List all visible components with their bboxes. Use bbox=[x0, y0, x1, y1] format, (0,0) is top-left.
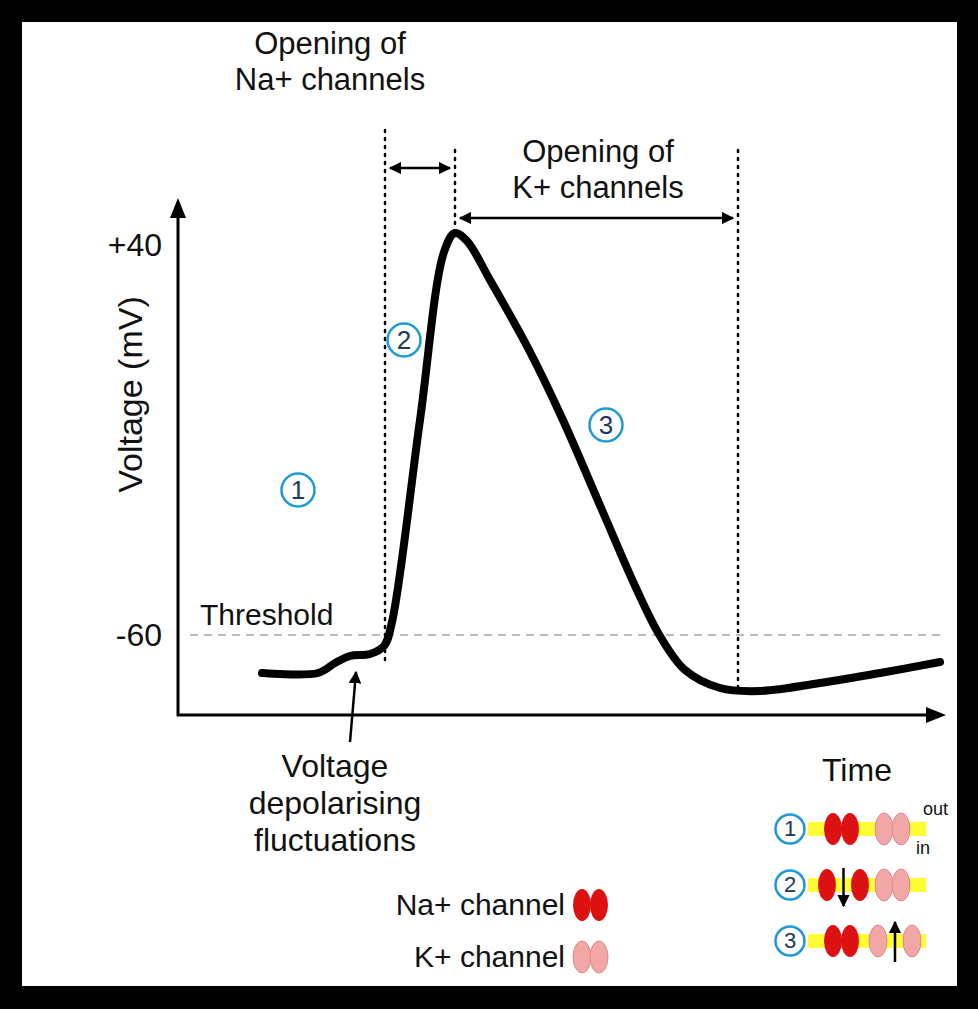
k-channel bbox=[892, 869, 910, 901]
circle-shape bbox=[282, 474, 315, 507]
circle-shape bbox=[776, 927, 805, 956]
membrane-row bbox=[808, 813, 926, 845]
na-channel bbox=[851, 869, 869, 901]
leader-arrow bbox=[350, 672, 356, 742]
na-channel bbox=[841, 925, 859, 957]
callout-circle: 2 bbox=[774, 869, 806, 901]
label: Voltage (mV) bbox=[110, 297, 149, 494]
label: Opening of K+ channels bbox=[500, 134, 696, 205]
na-span-arrow bbox=[390, 167, 450, 170]
channel-sample bbox=[590, 889, 608, 921]
y-axis bbox=[177, 212, 180, 716]
k-channel bbox=[875, 869, 893, 901]
k-channel bbox=[903, 925, 921, 957]
callout-circle: 3 bbox=[774, 925, 806, 957]
callout-number: 2 bbox=[397, 327, 411, 353]
dotted-guide bbox=[737, 150, 740, 690]
dotted-guide bbox=[384, 130, 387, 660]
circle-shape bbox=[388, 324, 421, 357]
channel-sample bbox=[573, 941, 591, 973]
na-channel bbox=[824, 813, 842, 845]
legend-label: K+ channel bbox=[414, 940, 565, 975]
membrane-row bbox=[808, 922, 926, 962]
na-channel bbox=[818, 869, 836, 901]
circle-shape bbox=[590, 409, 623, 442]
na-influx-arrow bbox=[842, 868, 845, 906]
na-channel bbox=[824, 925, 842, 957]
label: Voltage depolarising fluctuations bbox=[235, 748, 435, 858]
k-channel bbox=[875, 813, 893, 845]
label: +40 bbox=[108, 227, 162, 264]
callout-circle: 2 bbox=[386, 322, 422, 358]
legend-label: Na+ channel bbox=[396, 888, 565, 923]
voltage-curve bbox=[262, 233, 940, 691]
channel-sample bbox=[573, 889, 591, 921]
callout-number: 1 bbox=[784, 818, 796, 840]
label: Threshold bbox=[200, 598, 333, 633]
k-channel bbox=[892, 813, 910, 845]
label: in bbox=[916, 838, 930, 859]
circle-shape bbox=[776, 871, 805, 900]
x-axis bbox=[177, 714, 932, 717]
x-axis-arrowhead bbox=[926, 707, 946, 723]
channel-sample bbox=[590, 941, 608, 973]
na-channel bbox=[841, 813, 859, 845]
k-efflux-arrow bbox=[894, 922, 897, 962]
callout-circle: 3 bbox=[588, 407, 624, 443]
white-panel bbox=[22, 22, 957, 986]
k-span-arrow bbox=[460, 217, 733, 220]
membrane-row bbox=[808, 868, 926, 906]
callout-number: 3 bbox=[599, 412, 613, 438]
threshold-line bbox=[190, 634, 945, 636]
callout-number: 3 bbox=[784, 930, 796, 952]
callout-circle: 1 bbox=[280, 472, 316, 508]
label: Time bbox=[822, 752, 892, 789]
legend-sample bbox=[573, 941, 608, 973]
callout-number: 2 bbox=[784, 874, 796, 896]
callout-number: 1 bbox=[291, 477, 305, 503]
dotted-guide bbox=[454, 150, 457, 226]
circle-shape bbox=[776, 815, 805, 844]
y-axis-arrowhead bbox=[170, 198, 186, 218]
label: -60 bbox=[116, 617, 162, 654]
label: Opening of Na+ channels bbox=[232, 26, 428, 97]
label: out bbox=[923, 799, 948, 820]
legend-sample bbox=[573, 889, 608, 921]
callout-circle: 1 bbox=[774, 813, 806, 845]
k-channel bbox=[869, 925, 887, 957]
